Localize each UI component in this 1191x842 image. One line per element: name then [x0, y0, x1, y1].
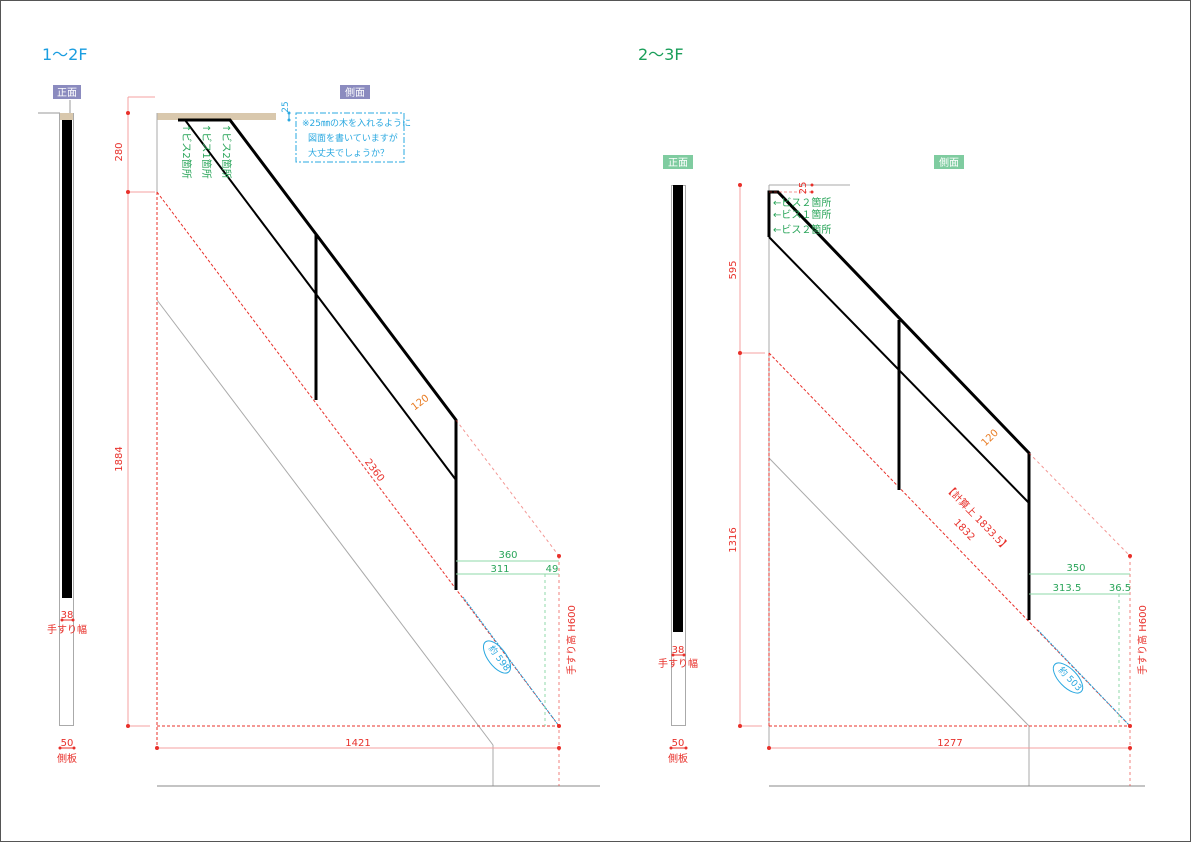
front-view: 38 手すり幅 50 側板: [658, 185, 698, 765]
dim-25: 25: [281, 101, 291, 112]
side-board-label: 側板: [57, 752, 77, 765]
stair-line: [156, 191, 560, 727]
screw-note-1: ←ビス２箇所: [773, 196, 831, 209]
side-tag-label: 側面: [345, 86, 365, 99]
front-tag: [663, 155, 693, 169]
handrail-width-label: 手すり幅: [47, 623, 87, 636]
dim-120: 120: [980, 428, 1001, 449]
handrail-inner: [184, 119, 457, 481]
width-50: 50: [672, 738, 685, 749]
note-box: ※25㎜の木を入れるように 図面を書いていますが 大丈夫でしょうか？: [295, 112, 411, 163]
handrail-width-label: 手すり幅: [658, 657, 698, 670]
note-line-3: 大丈夫でしょうか？: [308, 147, 389, 159]
front-tag-label: 正面: [57, 88, 77, 99]
screw-note-3: ↑ビス2箇所: [220, 124, 233, 179]
wood-plank: [157, 113, 276, 120]
handrail-height: 手すり高 H600: [565, 605, 578, 675]
screw-note-2: ←ビス１箇所: [773, 208, 831, 221]
side-tag: [934, 155, 964, 169]
section-1-2f: 1〜2F 正面 側面 38 手すり幅 50 側板 280 1884 1421 2…: [38, 45, 600, 787]
side-view: 280 1884 1421 2360 120 360 311 49 手すり高 H…: [114, 96, 600, 787]
dim-313-5: 313.5: [1053, 583, 1082, 594]
front-view: 38 手すり幅 50 側板: [38, 100, 87, 765]
side-tag: [340, 85, 370, 99]
dim-main: 1884: [114, 446, 125, 471]
width-38: 38: [672, 645, 685, 656]
dim-main: 1316: [728, 527, 739, 552]
screw-note-3: ←ビス２箇所: [773, 223, 831, 236]
dim-49: 49: [546, 564, 559, 575]
note-line-1: ※25㎜の木を入れるように: [302, 117, 411, 129]
side-board-label: 側板: [668, 752, 688, 765]
dim-311: 311: [490, 564, 509, 575]
dim-top: 595: [728, 260, 739, 279]
dim-36-5: 36.5: [1109, 583, 1131, 594]
front-tag-label: 正面: [668, 158, 688, 169]
section-2-3f: 2〜3F 正面 側面 38 手すり幅 50 側板 595 1316 1277 【…: [638, 45, 1149, 787]
width-38: 38: [61, 610, 74, 621]
screw-note-1: ↑ビス2箇所: [180, 124, 193, 179]
handrail-front: [62, 120, 72, 598]
dim-bottom: 1421: [345, 738, 370, 749]
dim-120: 120: [410, 393, 432, 413]
dim-stair-calc: 【計算上 1833.5】: [942, 481, 1013, 553]
dim-360: 360: [498, 550, 517, 561]
handrail-outer: [767, 190, 1031, 620]
dim-25: 25: [798, 182, 809, 195]
handrail-outer: [178, 118, 458, 590]
handrail-front: [673, 185, 683, 632]
dim-350: 350: [1066, 563, 1085, 574]
section-title: 1〜2F: [42, 45, 88, 64]
dim-top: 280: [114, 142, 125, 161]
front-tag: [53, 85, 81, 99]
side-tag-label: 側面: [939, 156, 959, 169]
screw-note-2: ↑ビス1箇所: [200, 124, 213, 179]
wood-block: [60, 113, 73, 120]
side-view: 595 1316 1277 【計算上 1833.5】 1832 120 350 …: [728, 182, 1149, 787]
handrail-height: 手すり高 H600: [1136, 605, 1149, 675]
width-50: 50: [61, 738, 74, 749]
section-title: 2〜3F: [638, 45, 684, 64]
dim-bottom: 1277: [937, 738, 962, 749]
note-line-2: 図面を書いていますが: [308, 132, 398, 144]
